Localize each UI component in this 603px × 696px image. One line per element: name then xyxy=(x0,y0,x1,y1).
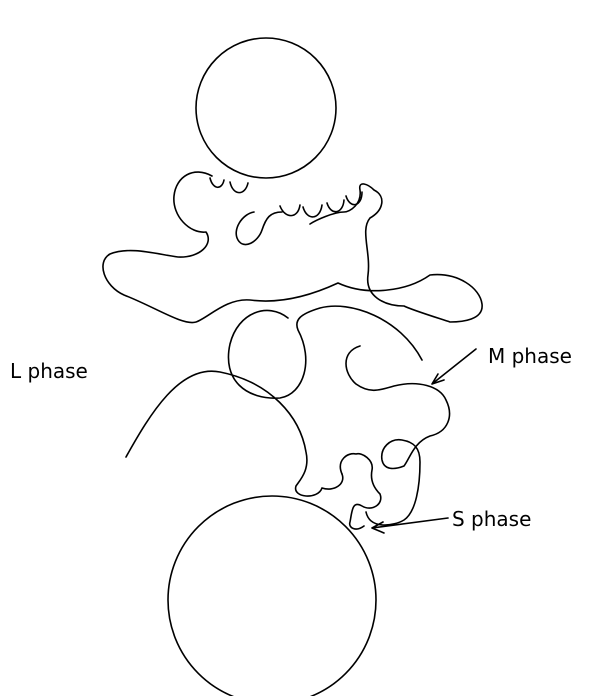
upper-particle xyxy=(196,38,336,178)
right-phase-chain xyxy=(340,346,449,529)
lower-particle xyxy=(168,496,376,696)
m-phase-label: M phase xyxy=(488,344,572,368)
m-phase-chain xyxy=(103,172,482,322)
l-phase-label: L phase xyxy=(10,359,88,383)
l-phase-chain xyxy=(126,306,422,496)
upper-particle-loops xyxy=(210,178,362,217)
s-phase-label: S phase xyxy=(452,507,531,531)
m-phase-arrow xyxy=(432,349,476,384)
